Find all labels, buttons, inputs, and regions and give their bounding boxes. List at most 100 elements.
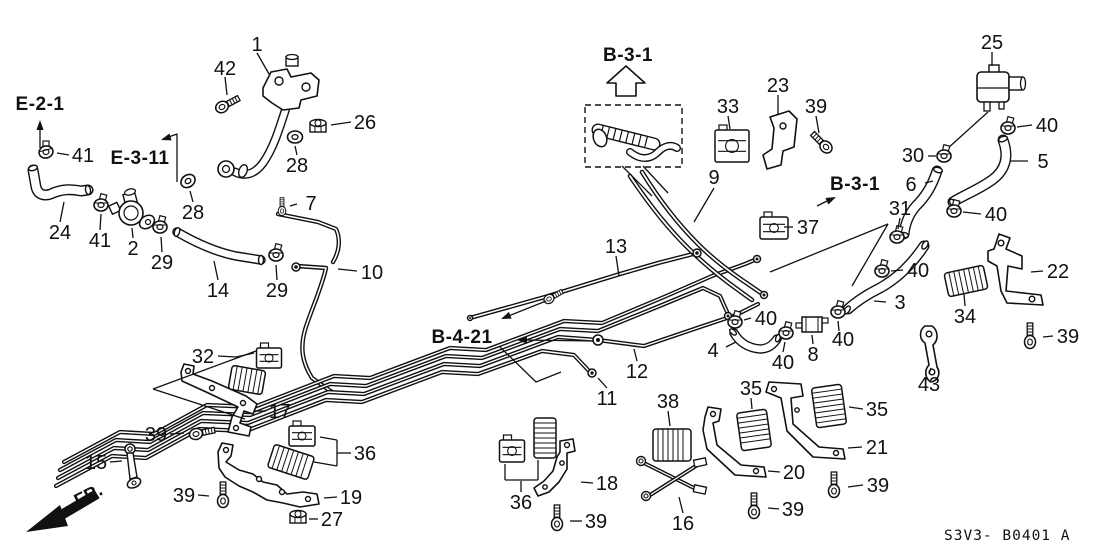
callout-11: 11 [597, 388, 618, 410]
fuel-hose-24 [27, 164, 94, 201]
ribbed-clip-icon [811, 383, 847, 429]
callout-3: 3 [894, 292, 905, 314]
leader-line [505, 300, 547, 318]
leader-line [924, 180, 934, 184]
clamp-icon [946, 198, 962, 218]
callout-39: 39 [145, 424, 167, 446]
callout-40: 40 [985, 204, 1007, 226]
callout-32: 32 [192, 346, 214, 368]
hose-end [997, 135, 1009, 143]
callout-19: 19 [340, 487, 362, 509]
hose-end [728, 328, 738, 336]
bolt-icon [188, 426, 216, 441]
callout-39: 39 [867, 475, 889, 497]
fuel-pipe-bundle-4 [53, 348, 592, 489]
bracket-22 [987, 233, 1044, 306]
fuel-pipe-13 [467, 250, 700, 321]
branch-hose [626, 141, 681, 162]
hose-end [27, 164, 39, 172]
leader-line [109, 460, 123, 463]
ribbed-clip-icon [267, 444, 315, 480]
leader-line [963, 293, 966, 307]
ref-B-4-21: B-4-21 [431, 327, 492, 348]
clip-icon [498, 434, 526, 463]
arrowhead [501, 311, 512, 319]
ref-B-3-1: B-3-1 [830, 174, 880, 195]
leader-line [642, 165, 669, 194]
fuel-pipe-bundle-3 [55, 301, 761, 481]
reference-labels: E-2-1E-3-11B-3-1B-3-1B-4-21 [16, 45, 880, 348]
leader-line [815, 115, 820, 134]
clamp-icon [874, 258, 890, 278]
leader-line [256, 52, 270, 75]
leader-line [678, 496, 684, 514]
callout-40: 40 [772, 352, 794, 374]
ribbed-clip-icon [736, 408, 772, 452]
hose-bracket-1 [262, 68, 320, 111]
clip-icon [714, 124, 750, 163]
callout-22: 22 [1047, 261, 1069, 283]
callout-9: 9 [708, 167, 719, 189]
callout-6: 6 [905, 174, 916, 196]
callout-12: 12 [626, 361, 648, 383]
leader-line [319, 436, 338, 441]
fuel-hose-4 [729, 328, 782, 354]
leader-line [890, 269, 904, 272]
leader-line [928, 367, 932, 375]
leader-line [56, 152, 70, 156]
ref-B-3-1: B-3-1 [603, 45, 653, 66]
fuel-pipe-9a [639, 169, 767, 298]
tube [640, 460, 702, 493]
bolt-icon [214, 94, 241, 114]
clip-icon [759, 211, 789, 240]
stay-43 [919, 325, 940, 383]
bolt-icon [550, 504, 564, 532]
leader-line [213, 260, 219, 281]
callout-42: 42 [214, 58, 236, 80]
clamp-icon [152, 214, 168, 234]
leader-line [217, 352, 255, 358]
fuel-pipe-bundle-2 [57, 285, 731, 473]
ref-E-3-11: E-3-11 [111, 148, 170, 169]
pipe-joint-icon [795, 316, 829, 333]
callout-18: 18 [596, 473, 618, 495]
leader-line [499, 346, 562, 383]
callout-39: 39 [805, 96, 827, 118]
leader-line [189, 190, 194, 203]
fuel-pipe-7 [275, 211, 342, 265]
leader-line [847, 484, 864, 488]
leader-line [580, 481, 594, 484]
clamp-icon [778, 320, 794, 340]
callout-40: 40 [907, 260, 929, 282]
bracket-17 [180, 363, 258, 437]
ribbed-clip-icon [227, 364, 267, 396]
callout-27: 27 [321, 509, 343, 531]
leader-line [837, 320, 840, 332]
washer-icon [286, 130, 304, 144]
leader-line [1030, 270, 1044, 273]
callout-43: 43 [918, 374, 940, 396]
hose-end [257, 254, 265, 266]
leader-line [224, 76, 228, 96]
arrowhead [36, 120, 44, 130]
leader-line [1016, 124, 1033, 128]
callout-30: 30 [902, 145, 924, 167]
hose-end [932, 166, 944, 174]
callout-7: 7 [305, 193, 316, 215]
callout-26: 26 [354, 112, 376, 134]
clamp-icon [727, 309, 743, 329]
clip-icon [288, 420, 316, 447]
callout-2: 2 [127, 238, 138, 260]
leader-line [197, 494, 210, 497]
clamp-icon [93, 192, 109, 212]
fuel-hose-14 [172, 227, 266, 265]
callout-33: 33 [717, 96, 739, 118]
callout-23: 23 [767, 75, 789, 97]
callout-41: 41 [72, 145, 94, 167]
arrowhead [161, 133, 172, 141]
callout-24: 24 [49, 222, 71, 244]
leader-line [767, 470, 781, 473]
leader-line [152, 350, 257, 390]
